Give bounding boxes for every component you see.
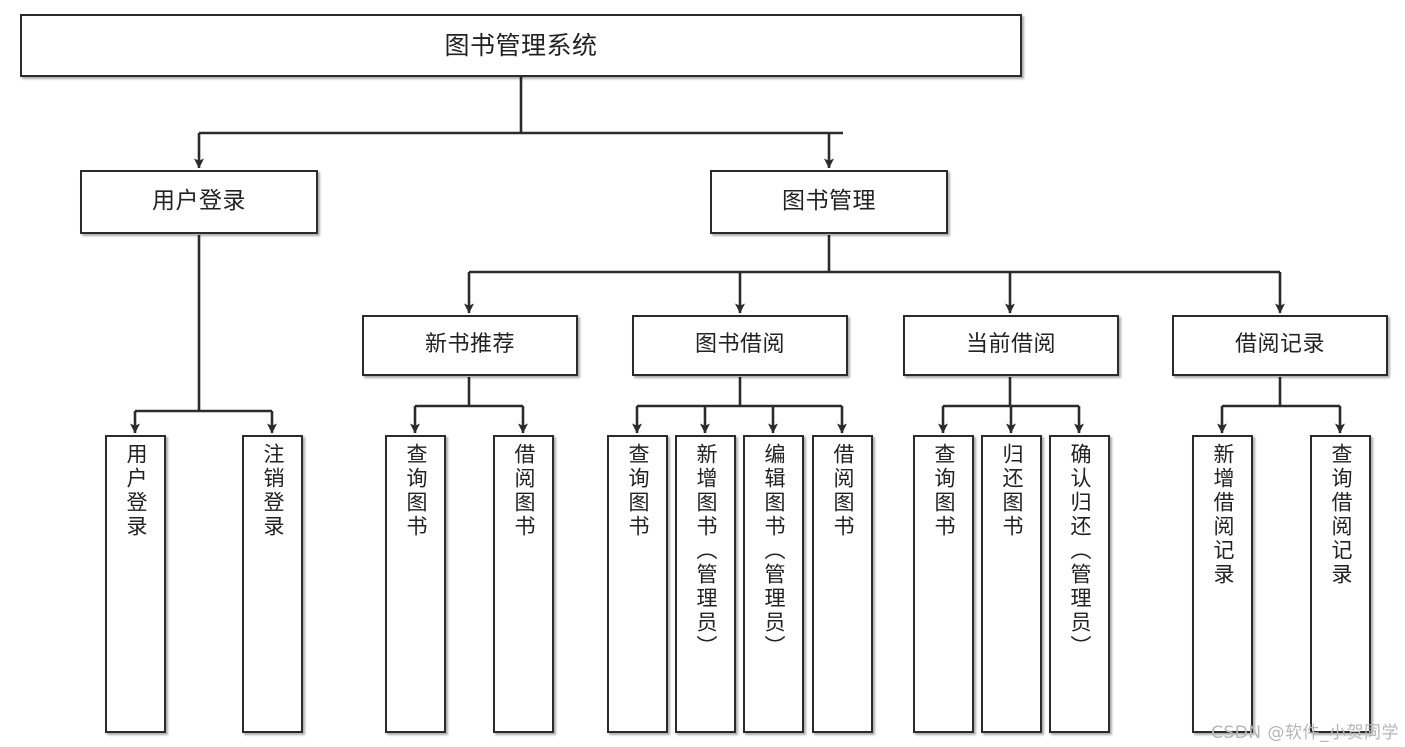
node-label: 新增图书（管理员） <box>694 443 718 659</box>
leaf-confirm-return-admin[interactable]: 确认归还（管理员） <box>1049 435 1110 733</box>
csdn-watermark: CSDN @软件_小贺同学 <box>1211 723 1399 743</box>
leaf-query-book-borrow[interactable]: 查询图书 <box>607 435 668 733</box>
node-label: 查询图书 <box>404 443 428 539</box>
node-label: 借阅图书 <box>512 443 536 539</box>
leaf-logout-login[interactable]: 注销登录 <box>242 435 303 733</box>
node-label: 图书管理系统 <box>444 30 598 60</box>
node-new-book-recommend[interactable]: 新书推荐 <box>362 315 578 376</box>
node-label: 确认归还（管理员） <box>1068 443 1092 659</box>
leaf-add-book-admin[interactable]: 新增图书（管理员） <box>675 435 736 733</box>
leaf-user-login[interactable]: 用户登录 <box>105 435 166 733</box>
leaf-borrow-book-borrow[interactable]: 借阅图书 <box>812 435 873 733</box>
leaf-query-book-newbook[interactable]: 查询图书 <box>385 435 446 733</box>
node-label: 用户登录 <box>152 188 246 215</box>
node-label: 当前借阅 <box>965 332 1056 358</box>
node-label: 图书借阅 <box>694 332 785 358</box>
leaf-query-book-current[interactable]: 查询图书 <box>913 435 974 733</box>
node-label: 新书推荐 <box>424 332 515 358</box>
node-label: 用户登录 <box>124 443 148 539</box>
leaf-query-borrow-record[interactable]: 查询借阅记录 <box>1310 435 1371 733</box>
node-label: 注销登录 <box>261 443 285 539</box>
node-label: 借阅图书 <box>831 443 855 539</box>
node-label: 查询图书 <box>932 443 956 539</box>
node-label: 图书管理 <box>782 188 876 215</box>
node-label: 查询借阅记录 <box>1329 443 1353 587</box>
node-label: 借阅记录 <box>1234 332 1325 358</box>
leaf-return-book[interactable]: 归还图书 <box>981 435 1042 733</box>
leaf-edit-book-admin[interactable]: 编辑图书（管理员） <box>743 435 804 733</box>
node-label: 归还图书 <box>1000 443 1024 539</box>
node-label: 新增借阅记录 <box>1211 443 1235 587</box>
node-root-book-management-system[interactable]: 图书管理系统 <box>20 14 1022 77</box>
node-user-login[interactable]: 用户登录 <box>80 170 318 234</box>
node-book-borrow[interactable]: 图书借阅 <box>632 315 848 376</box>
node-current-borrow[interactable]: 当前借阅 <box>903 315 1119 376</box>
node-book-management[interactable]: 图书管理 <box>710 170 948 234</box>
node-label: 查询图书 <box>626 443 650 539</box>
node-borrow-record[interactable]: 借阅记录 <box>1172 315 1388 376</box>
leaf-add-borrow-record[interactable]: 新增借阅记录 <box>1192 435 1253 733</box>
leaf-borrow-book-newbook[interactable]: 借阅图书 <box>493 435 554 733</box>
node-label: 编辑图书（管理员） <box>762 443 786 659</box>
